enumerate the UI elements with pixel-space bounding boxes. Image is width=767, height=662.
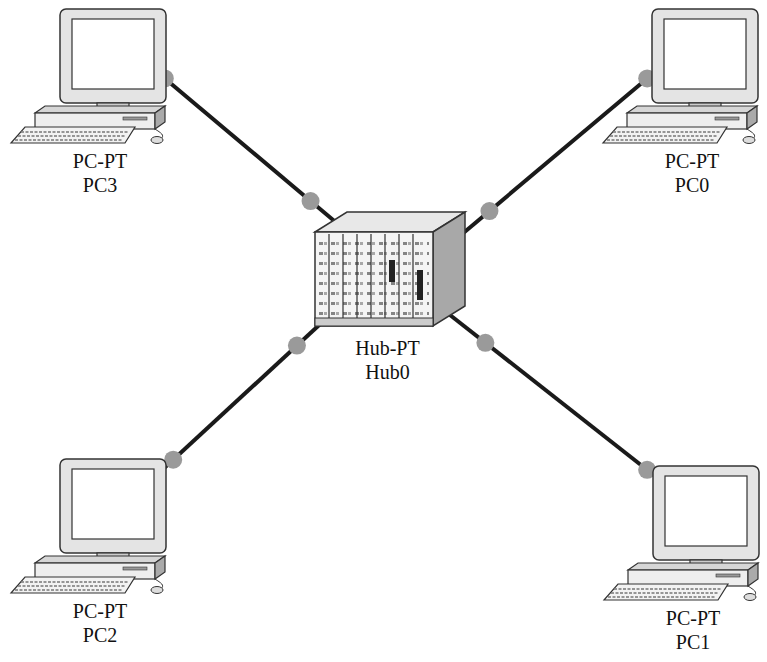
pc-icon <box>597 5 767 145</box>
pc-icon <box>5 5 175 145</box>
pc-icon <box>598 462 767 602</box>
device-name: Hub0 <box>305 360 470 384</box>
pc-node: PC-PTPC0 <box>597 5 767 197</box>
hub-icon <box>305 210 470 330</box>
pc-icon <box>5 455 175 595</box>
device-name: PC2 <box>25 623 175 647</box>
device-name: PC1 <box>618 630 767 654</box>
pc-node: PC-PTPC3 <box>5 5 175 197</box>
device-model: PC-PT <box>617 149 767 173</box>
link-light <box>302 192 320 210</box>
device-model: PC-PT <box>25 599 175 623</box>
link-light <box>288 337 306 355</box>
device-model: Hub-PT <box>305 336 470 360</box>
link-light <box>164 451 182 469</box>
device-model: PC-PT <box>618 606 767 630</box>
link-light <box>476 334 494 352</box>
pc-node: PC-PTPC2 <box>5 455 175 647</box>
hub-node: Hub-PTHub0 <box>305 210 470 384</box>
link-light <box>480 202 498 220</box>
device-model: PC-PT <box>25 149 175 173</box>
device-name: PC0 <box>617 173 767 197</box>
pc-node: PC-PTPC1 <box>598 462 767 654</box>
device-name: PC3 <box>25 173 175 197</box>
